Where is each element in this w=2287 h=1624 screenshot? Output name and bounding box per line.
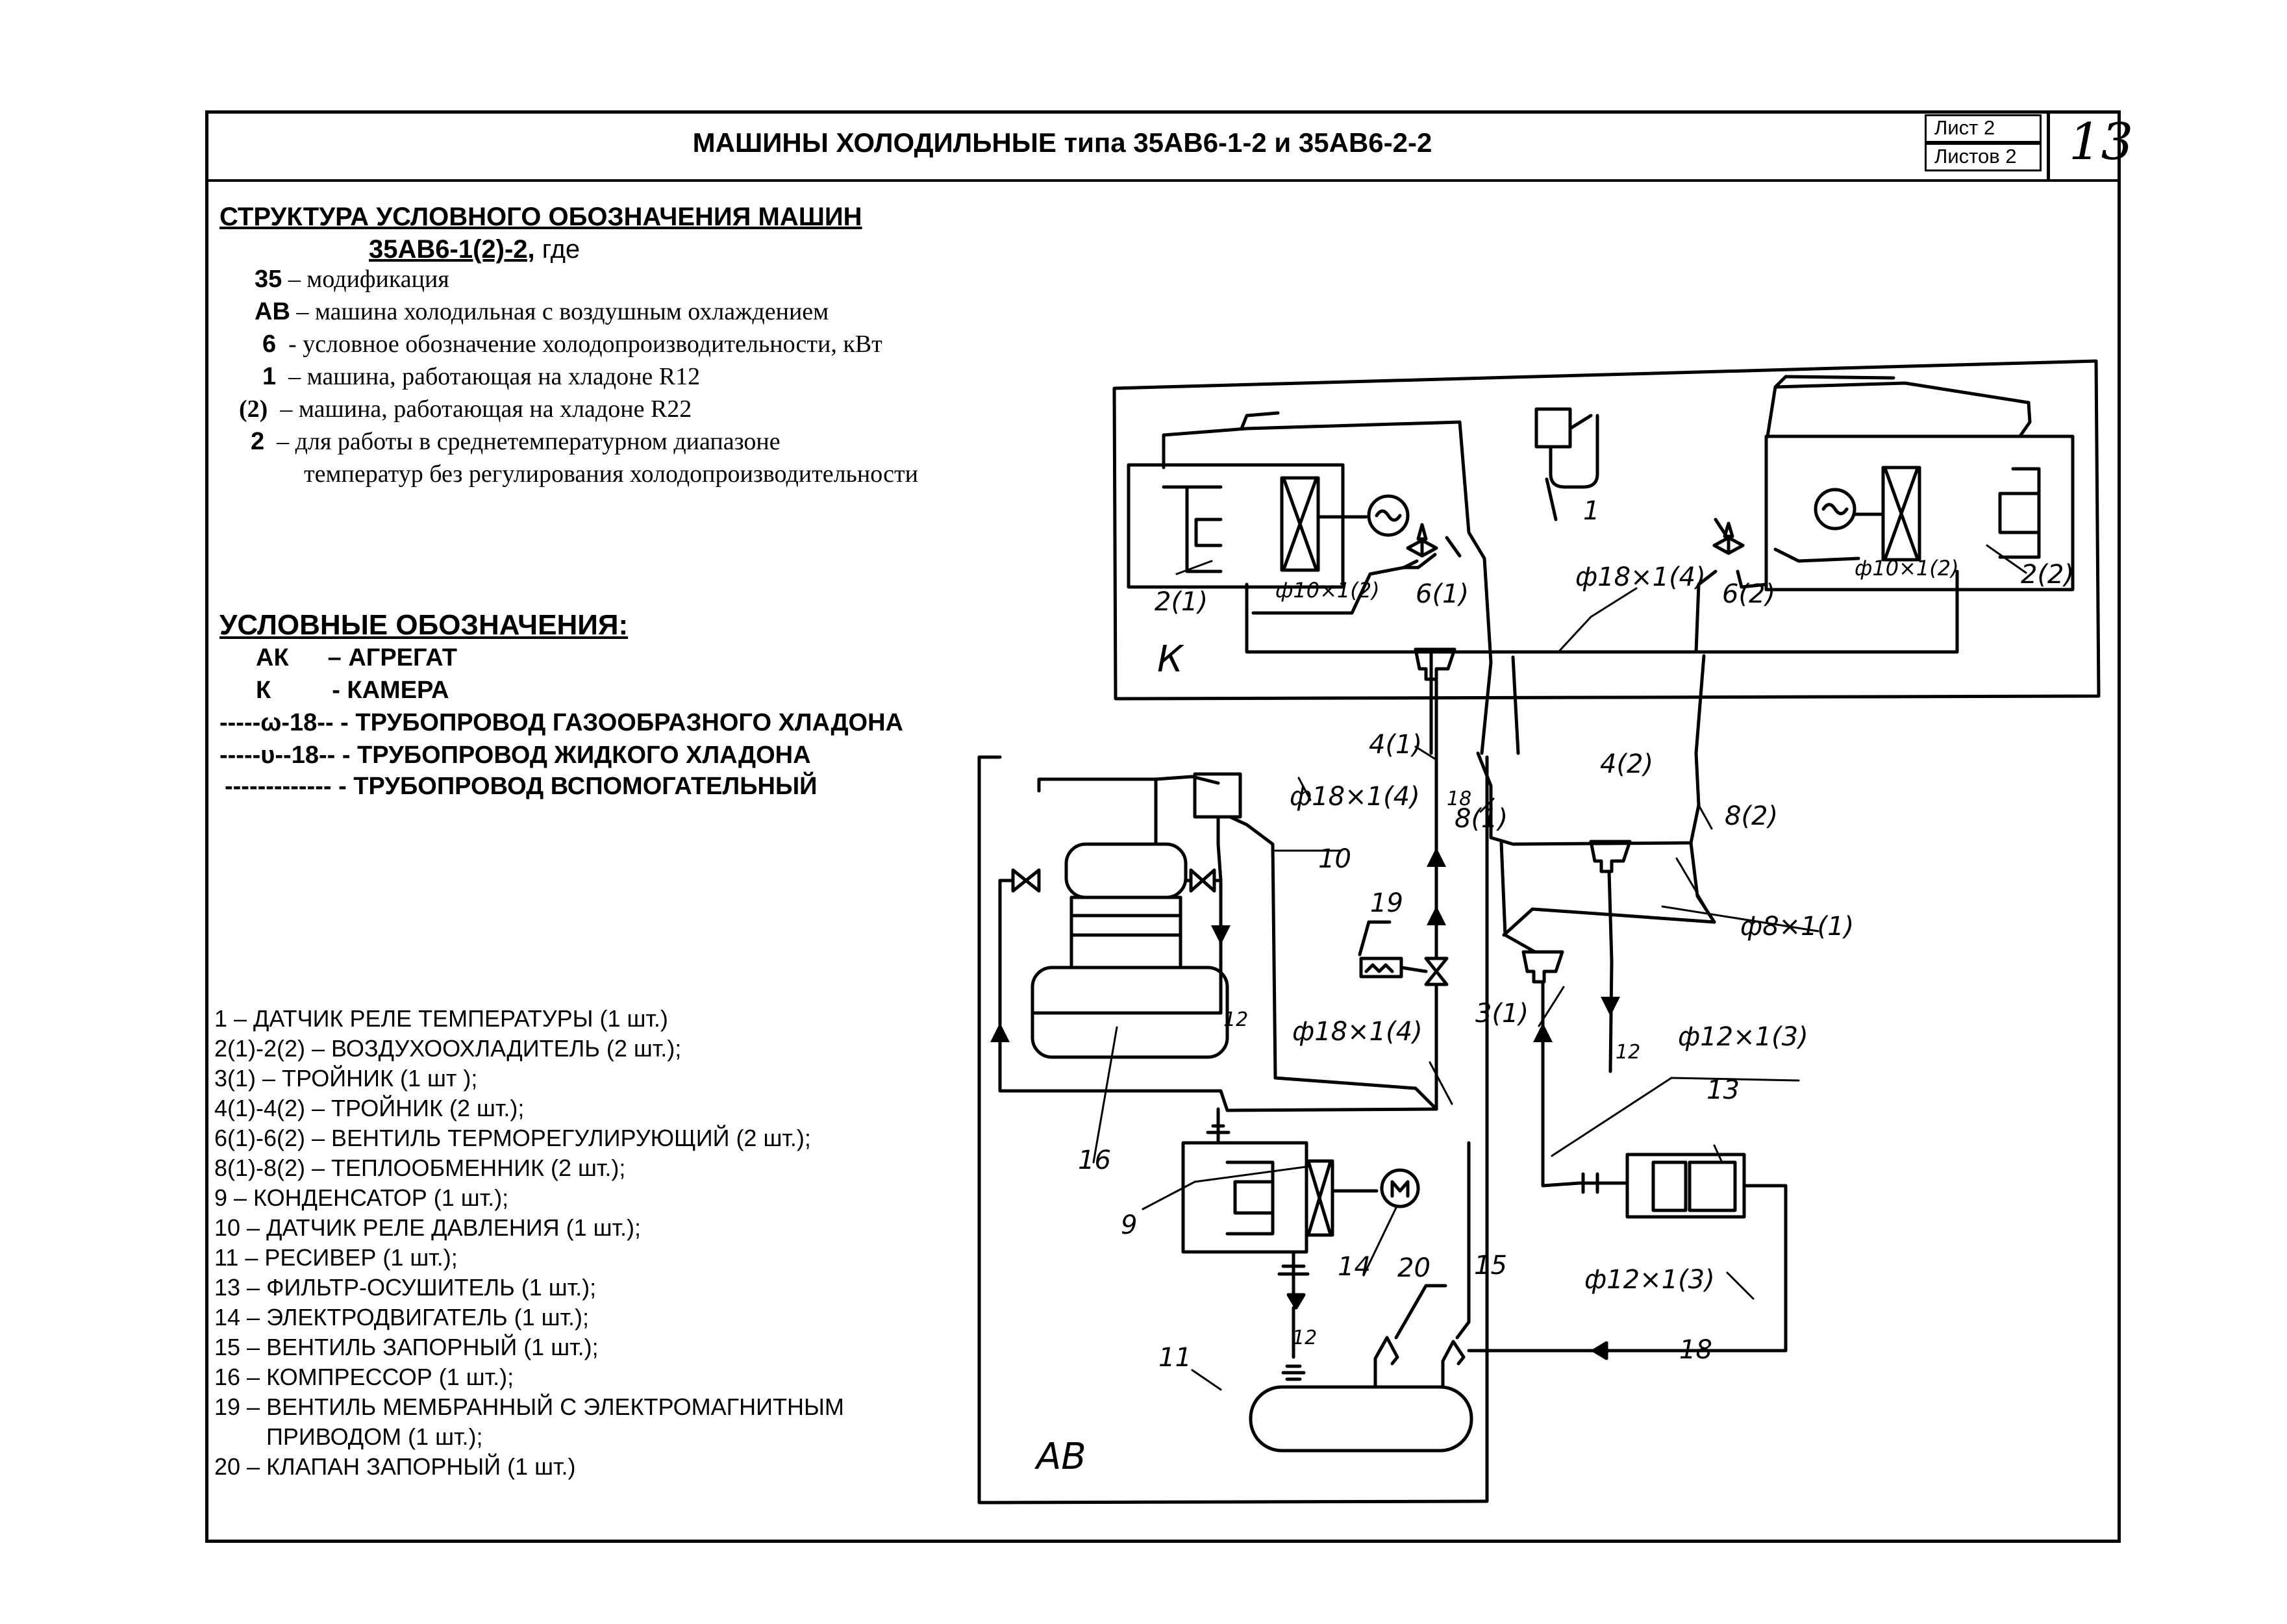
heat-exchanger-pipes [1476, 751, 1716, 963]
label-pipe-18-low: ф18×1(4) [1292, 1017, 1423, 1047]
label-receiver: 11 [1158, 1343, 1192, 1373]
legend-item: ------------- - ТРУБОПРОВОД ВСПОМОГАТЕЛЬ… [225, 773, 818, 800]
component-item: 6(1)-6(2) – ВЕНТИЛЬ ТЕРМОРЕГУЛИРУЮЩИЙ (2… [214, 1125, 811, 1151]
label-condenser: 9 [1121, 1210, 1137, 1240]
label-tee-41: 4(1) [1369, 730, 1422, 760]
thermo-valve-62 [1712, 521, 1745, 555]
zone-camera-label: К [1157, 638, 1184, 681]
label-valve-20: 20 [1397, 1253, 1431, 1283]
component-item: 11 – РЕСИВЕР (1 шт.); [214, 1244, 458, 1271]
label-mark-18-b: 18 [1679, 1335, 1712, 1365]
structure-heading: СТРУКТУРА УСЛОВНОГО ОБОЗНАЧЕНИЯ МАШИН [219, 203, 862, 231]
label-valve-62: 6(2) [1722, 579, 1775, 609]
component-item: 3(1) – ТРОЙНИК (1 шт ); [214, 1065, 478, 1092]
structure-item: 1 – машина, работающая на хладоне R12 [262, 363, 701, 390]
structure-item: (2) – машина, работающая на хладоне R22 [239, 395, 692, 423]
solenoid-valve-19 [1358, 920, 1449, 986]
structure-code-line: 35АВ6-1(2)-2, где [369, 235, 580, 264]
label-tee-31: 3(1) [1475, 999, 1529, 1029]
leader-lines [1092, 544, 2027, 1391]
label-pressure-sensor: 10 [1318, 844, 1351, 874]
legend-item: -----ω-18-- - ТРУБОПРОВОД ГАЗООБРАЗНОГО … [219, 709, 903, 736]
page-title: МАШИНЫ ХОЛОДИЛЬНЫЕ типа 35АВ6-1-2 и 35АВ… [692, 127, 1432, 158]
label-compressor: 16 [1078, 1145, 1111, 1175]
sheet-divider [2047, 110, 2050, 182]
structure-item: 35 – модификация [255, 266, 449, 293]
label-filter: 13 [1706, 1075, 1740, 1105]
camera-zone-boundary [1112, 359, 2101, 701]
sheets-label: Листов 2 [1925, 143, 2042, 171]
main-riser [1427, 677, 1620, 1111]
label-cooler-right: 2(2) [2021, 560, 2074, 590]
structure-item: 2 – для работы в среднетемпературном диа… [251, 428, 781, 455]
legend-item: К- КАМЕРА [256, 677, 449, 704]
label-valve-15: 15 [1474, 1251, 1507, 1280]
unit-zone-boundary [977, 755, 1489, 1505]
filter-dryer-13 [1467, 1095, 1788, 1360]
component-item: 10 – ДАТЧИК РЕЛЕ ДАВЛЕНИЯ (1 шт.); [214, 1214, 642, 1241]
label-mark-18-a: 18 [1447, 788, 1471, 810]
zone-unit-label: АВ [1034, 1436, 1086, 1478]
tee-42 [1589, 840, 1632, 873]
label-mark-12-c: 12 [1292, 1327, 1317, 1349]
temperature-sensor-1 [1534, 407, 1599, 521]
component-item: 8(1)-8(2) – ТЕПЛООБМЕННИК (2 шт.); [214, 1155, 626, 1181]
air-cooler-left [1127, 463, 1410, 589]
air-cooler-right [1764, 434, 2075, 592]
label-pipe-18-top: ф18×1(4) [1575, 562, 1706, 592]
sheet-label: Лист 2 [1925, 114, 2042, 143]
component-item: 13 – ФИЛЬТР-ОСУШИТЕЛЬ (1 шт.); [214, 1274, 597, 1301]
component-item: 19 – ВЕНТИЛЬ МЕМБРАННЫЙ С ЭЛЕКТРОМАГНИТН… [214, 1393, 844, 1420]
component-item: 1 – ДАТЧИК РЕЛЕ ТЕМПЕРАТУРЫ (1 шт.) [214, 1005, 668, 1032]
structure-code-suffix: где [542, 235, 581, 264]
receiver-11 [1249, 1141, 1473, 1453]
label-valve-61: 6(1) [1416, 579, 1469, 609]
title-block: МАШИНЫ ХОЛОДИЛЬНЫЕ типа 35АВ6-1-2 и 35АВ… [205, 110, 2133, 182]
label-cooler-left: 2(1) [1155, 587, 1208, 617]
drawing-frame [205, 110, 2121, 1543]
camera-pipes [1162, 375, 2032, 755]
label-pipe-18-mid: ф18×1(4) [1290, 782, 1420, 812]
label-sensor: 1 [1583, 496, 1599, 526]
component-item: 16 – КОМПРЕССОР (1 шт.); [214, 1364, 514, 1390]
label-pipe-12-b: ф12×1(3) [1584, 1265, 1715, 1295]
label-hx-82: 8(2) [1725, 801, 1778, 831]
label-mark-12-b: 12 [1616, 1041, 1640, 1064]
label-pipe-10-left: ф10×1(2) [1275, 578, 1380, 603]
component-item: 4(1)-4(2) – ТРОЙНИК (2 шт.); [214, 1095, 525, 1121]
legend-heading: УСЛОВНЫЕ ОБОЗНАЧЕНИЯ: [219, 609, 629, 641]
label-motor: 14 [1338, 1252, 1371, 1282]
label-pipe-10-right: ф10×1(2) [1855, 556, 1959, 581]
thermo-valve-61 [1406, 523, 1438, 558]
structure-continuation: температур без регулирования холодопроиз… [304, 460, 918, 488]
label-tee-42: 4(2) [1600, 749, 1653, 779]
component-item: 9 – КОНДЕНСАТОР (1 шт.); [214, 1184, 509, 1211]
component-item: 15 – ВЕНТИЛЬ ЗАПОРНЫЙ (1 шт.); [214, 1334, 599, 1360]
structure-item: 6 - условное обозначение холодопроизводи… [262, 331, 882, 358]
structure-code: 35АВ6-1(2)-2, [369, 235, 535, 264]
label-hx-81: 8(1) [1455, 804, 1508, 834]
pressure-sensor-10 [1193, 772, 1438, 1111]
tee-41 [1414, 647, 1456, 681]
legend-item: АК– АГРЕГАТ [256, 644, 457, 671]
label-pipe-12-a: ф12×1(3) [1678, 1022, 1808, 1052]
label-mark-12-a: 12 [1223, 1008, 1248, 1031]
page-number: 13 [2069, 113, 2134, 171]
tee-31 [1521, 950, 1564, 984]
label-valve-19: 19 [1370, 888, 1403, 918]
legend-item: -----υ--18-- - ТРУБОПРОВОД ЖИДКОГО ХЛАДО… [219, 742, 811, 769]
component-item: 20 – КЛАПАН ЗАПОРНЫЙ (1 шт.) [214, 1453, 576, 1480]
condenser-9 [1181, 1107, 1420, 1381]
component-item: 2(1)-2(2) – ВОЗДУХООХЛАДИТЕЛЬ (2 шт.); [214, 1035, 682, 1062]
component-item: 14 – ЭЛЕКТРОДВИГАТЕЛЬ (1 шт.); [214, 1304, 589, 1330]
structure-item: АВ – машина холодильная с воздушным охла… [255, 298, 829, 325]
component-item: ПРИВОДОМ (1 шт.); [266, 1423, 483, 1450]
label-pipe-8: ф8×1(1) [1740, 912, 1854, 942]
compressor-16 [990, 775, 1438, 1112]
